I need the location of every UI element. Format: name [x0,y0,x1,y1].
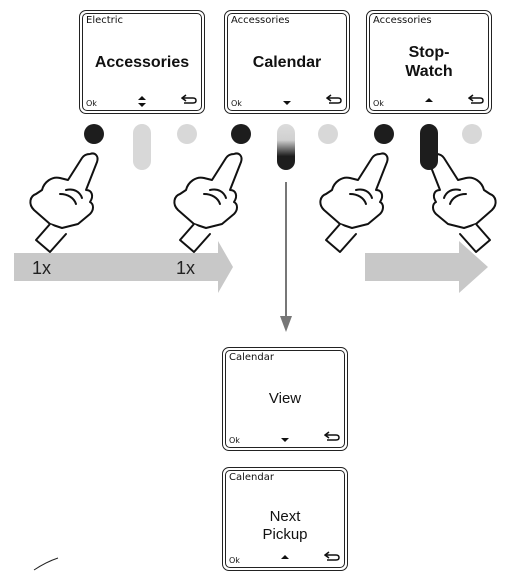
screen-header: Calendar [229,352,274,363]
connector-arrow-head [280,316,292,332]
flow-arrow-right [365,241,488,293]
ok-button[interactable] [374,124,394,144]
screen-main-text-line1: Stop- [408,44,450,61]
press-count-label-1: 1x [32,258,52,278]
screen-main-text-line2: Pickup [262,526,308,543]
ok-label: Ok [373,99,384,108]
screen-main-text-line2: Watch [405,63,453,80]
ok-button[interactable] [84,124,104,144]
back-arrow-icon [180,91,197,109]
corner-curve [33,557,59,571]
back-arrow-icon [323,548,340,566]
flow-arrow-left [14,241,233,293]
hand-pointer-icon [29,152,99,253]
screen-header: Accessories [373,15,432,26]
ok-label: Ok [86,99,97,108]
display-screen-view: Calendar View Ok [222,347,348,451]
up-arrow-icon [367,97,491,109]
back-arrow-icon [323,428,340,446]
screen-header: Calendar [229,472,274,483]
screen-header: Electric [86,15,124,26]
screen-main-text: Calendar [252,53,322,71]
screen-main-text-line1: Next [269,508,301,525]
down-arrow-icon [225,97,349,109]
nav-rocker-button-pressed[interactable] [420,124,438,170]
hand-pointer-icon [319,152,389,253]
display-screen-stopwatch: Accessories Stop- Watch Ok [366,10,492,114]
screen-header: Accessories [231,15,290,26]
back-arrow-icon [467,91,484,109]
display-screen-next-pickup: Calendar Next Pickup Ok [222,467,348,571]
hand-pointer-icon [173,152,243,253]
display-screen-calendar: Accessories Calendar Ok [224,10,350,114]
back-arrow-icon [325,91,342,109]
press-count-label-2: 1x [176,258,196,278]
hand-pointer-icon [427,152,497,253]
down-arrow-icon [223,434,347,446]
display-screen-electric: Electric Accessories Ok [79,10,205,114]
back-button[interactable] [177,124,197,144]
ok-button[interactable] [231,124,251,144]
ok-label: Ok [229,556,240,565]
back-button[interactable] [318,124,338,144]
screen-main-text: View [268,390,302,407]
nav-rocker-button[interactable] [133,124,151,170]
screen-main-text: Accessories [94,53,190,71]
back-button[interactable] [462,124,482,144]
up-arrow-icon [223,554,347,566]
up-down-arrows-icon [80,96,204,109]
ok-label: Ok [229,436,240,445]
nav-rocker-button-down-pressed[interactable] [277,124,295,170]
ok-label: Ok [231,99,242,108]
